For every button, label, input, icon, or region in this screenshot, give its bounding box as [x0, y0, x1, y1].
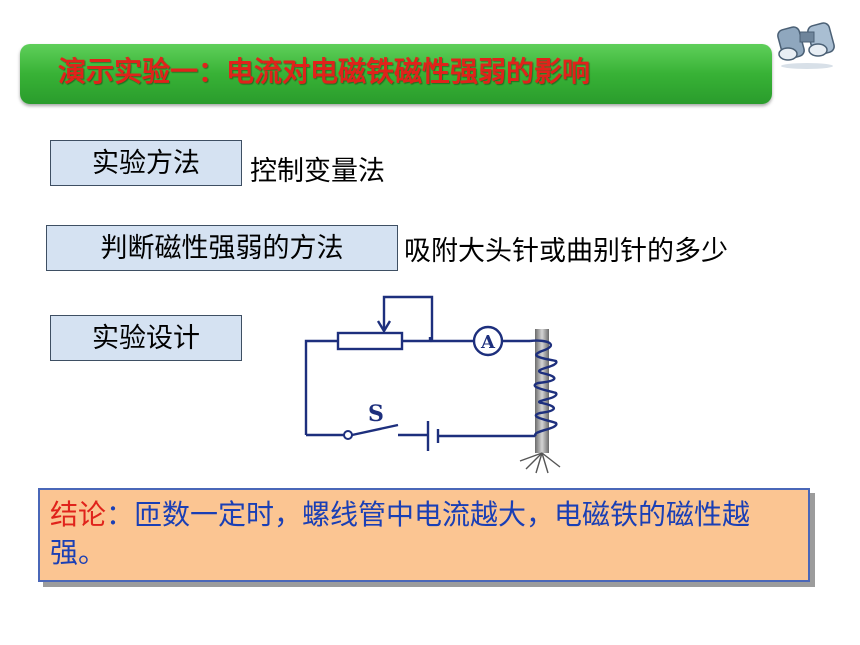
binoculars-icon	[777, 22, 835, 69]
conclusion-box: 结论：匝数一定时，螺线管中电流越大，电磁铁的磁性越强。	[38, 488, 810, 582]
ammeter-label: A	[480, 332, 496, 353]
judge-label: 判断磁性强弱的方法	[46, 225, 398, 271]
switch-label: S	[368, 401, 384, 427]
method-label: 实验方法	[50, 140, 242, 186]
circuit-diagram: A S	[304, 295, 561, 474]
method-value: 控制变量法	[250, 156, 385, 187]
slide-title: 演示实验一：电流对电磁铁磁性强弱的影响	[58, 55, 591, 88]
judge-value: 吸附大头针或曲别针的多少	[404, 236, 728, 267]
title-banner: 演示实验一：电流对电磁铁磁性强弱的影响	[20, 44, 772, 104]
ammeter-symbol	[472, 325, 504, 357]
conclusion-label: 结论	[50, 498, 107, 531]
conclusion-separator: ：	[106, 498, 135, 531]
conclusion-text: 匝数一定时，螺线管中电流越大，电磁铁的磁性越强。	[50, 498, 751, 569]
design-label: 实验设计	[50, 315, 242, 361]
